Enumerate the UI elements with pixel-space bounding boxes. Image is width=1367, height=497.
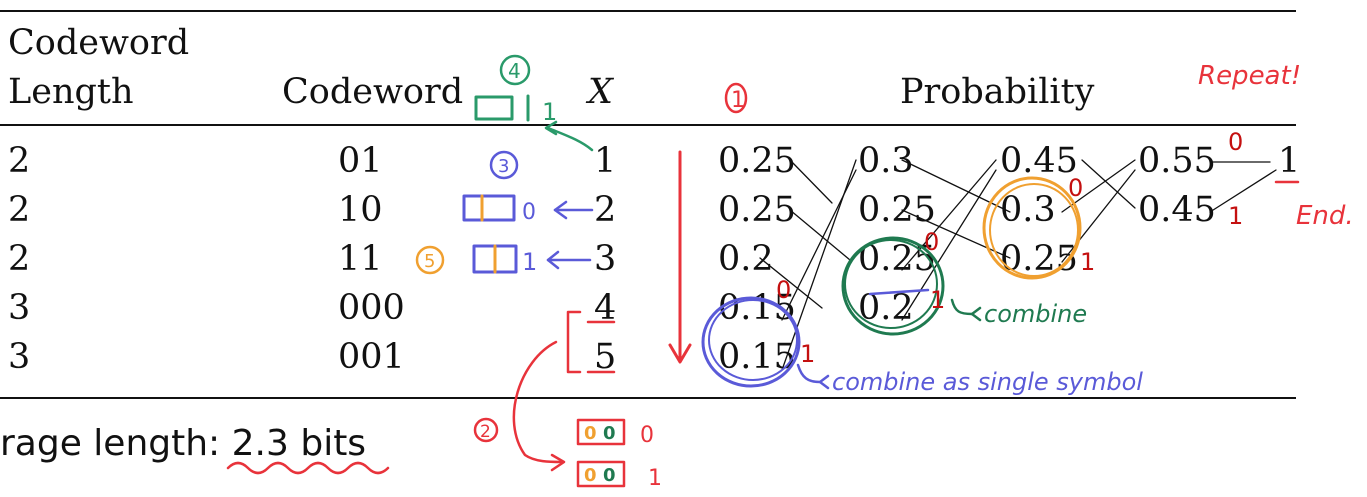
combine-circle-orange-icon (982, 176, 1082, 280)
step-5-circle-icon (415, 245, 445, 275)
prob-c1-r1: 0.25 (718, 141, 796, 181)
repeat-annotation: Repeat! (1198, 61, 1301, 91)
row-5-length: 3 (8, 337, 31, 377)
header-codeword-length-line1: Codeword (8, 23, 190, 63)
average-length-value: 2.3 bits (231, 423, 367, 464)
bit-label-c1-1: 1 (800, 340, 815, 368)
row-3-length: 2 (8, 239, 31, 279)
box-4a-digit: 0 (640, 423, 654, 448)
codeword-box-2-icon (462, 194, 516, 222)
table-bottom-rule (0, 397, 1296, 399)
step-4-label: 4 (508, 59, 521, 83)
prob-c2-r2: 0.25 (858, 190, 936, 230)
codeword-box-4-icon (474, 95, 514, 121)
box-5a-digit-2: 0 (603, 465, 616, 486)
step-2-label: 2 (480, 422, 491, 442)
box-5a-digit-1: 0 (584, 465, 597, 486)
bit-label-c4-0: 0 (1228, 128, 1243, 156)
row-1-length: 2 (8, 141, 31, 181)
bit-label-c1-0: 0 (776, 276, 791, 304)
bit-label-c3-0: 0 (1068, 174, 1083, 202)
row-2-codeword: 10 (338, 190, 383, 230)
codeword-box-5a-icon (576, 460, 626, 488)
combine-single-annotation: combine as single symbol (832, 368, 1143, 396)
row-5-codeword: 001 (338, 337, 405, 377)
header-probability: Probability (900, 72, 1095, 112)
end-annotation: End. (1296, 201, 1354, 231)
prob-c2-r4: 0.2 (858, 288, 914, 328)
box-4a-digit-2: 0 (603, 423, 616, 444)
row-5-x: 5 (594, 337, 617, 377)
bit-label-c2-0: 0 (924, 228, 939, 256)
prob-c4-r2: 0.45 (1138, 190, 1216, 230)
squiggle-underline-icon (226, 461, 390, 475)
prob-c1-r2: 0.25 (718, 190, 796, 230)
table-header-rule (0, 124, 1296, 126)
header-x: X (588, 72, 613, 112)
prob-c3-r1: 0.45 (1000, 141, 1078, 181)
row-3-arrow-icon (546, 250, 592, 270)
prob-c1-r3: 0.2 (718, 239, 774, 279)
header-codeword-length-line2: Length (8, 72, 134, 112)
step-4-circle-icon (499, 54, 531, 86)
step-3-label: 3 (498, 156, 509, 177)
average-length-label: rage length: (0, 423, 232, 464)
box-5a-digit: 1 (648, 466, 662, 491)
codeword-box-4a-icon (576, 418, 626, 446)
step-5-label: 5 (424, 251, 435, 272)
row-4-length: 3 (8, 288, 31, 328)
row-4-codeword: 000 (338, 288, 405, 328)
combine-annotation: combine (984, 300, 1087, 328)
step-3-circle-icon (489, 150, 519, 180)
row-3-x: 3 (594, 239, 617, 279)
step-2-circle-icon (473, 417, 499, 443)
prob-c4-r1: 0.55 (1138, 141, 1216, 181)
row-1-codeword: 01 (338, 141, 383, 181)
bit-label-c4-1: 1 (1228, 202, 1243, 230)
box-2-digit: 0 (522, 200, 536, 225)
table-top-rule (0, 10, 1296, 12)
combine-circle-green-icon (841, 236, 945, 336)
prob-c3-r2: 0.3 (1000, 190, 1056, 230)
header-codeword: Codeword (282, 72, 464, 112)
step-1-label: 1 (731, 88, 745, 113)
row-4-x: 4 (594, 288, 617, 328)
curve-arrow-icon (512, 340, 566, 472)
row-2-length: 2 (8, 190, 31, 230)
row-2-x: 2 (594, 190, 617, 230)
tree-lines (759, 159, 1277, 371)
box-4a-digit-1: 0 (584, 423, 597, 444)
prob-c5-r1: 1 (1278, 141, 1301, 181)
row-1-x: 1 (594, 141, 617, 181)
box-4-digit: 1 (542, 98, 557, 126)
step-1-circle-icon (724, 82, 748, 114)
bracket-icon (566, 310, 582, 374)
combine-circle-blue-icon (701, 296, 801, 388)
green-arrow-icon (544, 120, 594, 152)
combine-single-arrow-icon (796, 363, 830, 390)
bit-label-c2-1: 1 (930, 286, 945, 314)
average-length: rage length: 2.3 bits (0, 426, 366, 462)
row-2-arrow-icon (553, 200, 594, 220)
row-3-codeword: 11 (338, 239, 383, 279)
box-3-digit: 1 (522, 248, 537, 276)
bit-label-c3-1: 1 (1080, 248, 1095, 276)
down-arrow-icon (668, 150, 692, 364)
combine-arrow-icon (950, 298, 982, 322)
